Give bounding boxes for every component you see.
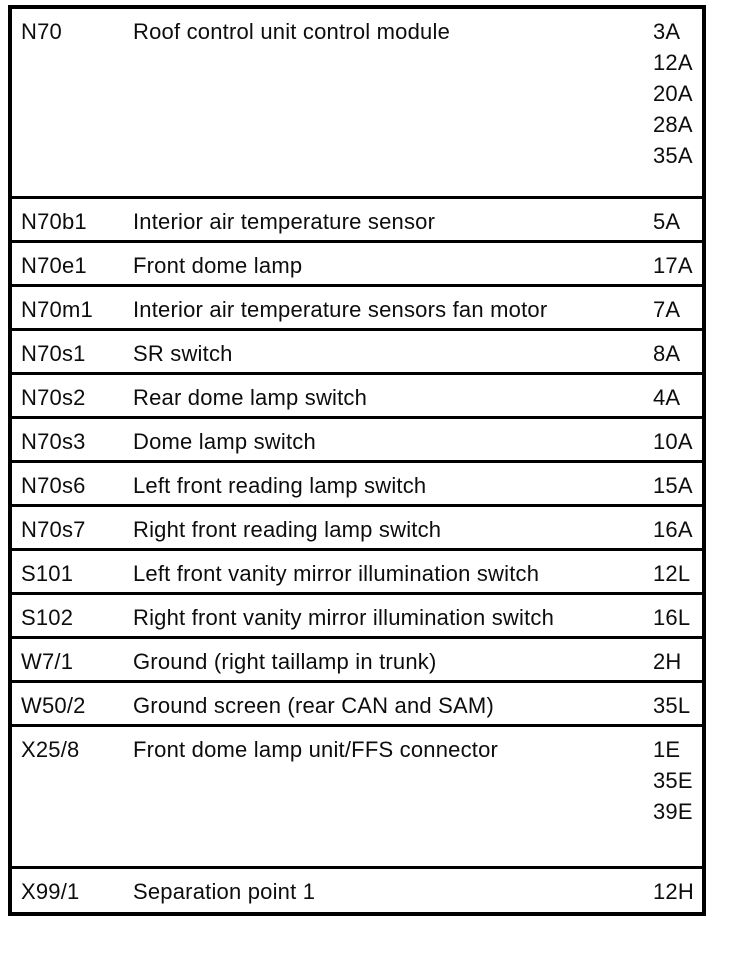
component-code: S101 (21, 561, 74, 586)
component-legend-table: N70 Roof control unit control module 3A 1… (8, 5, 706, 916)
table-row: N70s2 Rear dome lamp switch 4A (12, 372, 702, 416)
component-description: Separation point 1 (133, 879, 316, 904)
component-code: N70b1 (21, 209, 87, 234)
component-code: N70s3 (21, 429, 86, 454)
grid-reference: 12H (653, 869, 702, 912)
component-code: N70 (21, 19, 62, 44)
grid-reference-value: 16A (653, 517, 693, 542)
grid-reference-value: 4A (653, 385, 681, 410)
component-description: Rear dome lamp switch (133, 385, 368, 410)
grid-reference: 8A (653, 331, 702, 372)
component-description: Right front vanity mirror illumination s… (133, 605, 555, 630)
component-code: N70s1 (21, 341, 86, 366)
component-description: Interior air temperature sensor (133, 209, 436, 234)
grid-reference-value: 3A (653, 19, 681, 44)
table-row: X25/8 Front dome lamp unit/FFS connector… (12, 724, 702, 866)
grid-reference-value: 10A (653, 429, 693, 454)
component-description: Left front vanity mirror illumination sw… (133, 561, 540, 586)
table-row: X99/1 Separation point 1 12H (12, 866, 702, 912)
table-row: N70b1 Interior air temperature sensor 5A (12, 196, 702, 240)
grid-reference-value: 1E (653, 737, 681, 762)
component-code: N70m1 (21, 297, 93, 322)
component-description: Ground screen (rear CAN and SAM) (133, 693, 494, 718)
component-code: X99/1 (21, 879, 80, 904)
table-row: S101 Left front vanity mirror illuminati… (12, 548, 702, 592)
grid-reference-value: 12A (653, 50, 693, 75)
component-code: N70s6 (21, 473, 86, 498)
table-row: N70s1 SR switch 8A (12, 328, 702, 372)
component-code: N70e1 (21, 253, 87, 278)
component-code: W7/1 (21, 649, 74, 674)
component-description: Right front reading lamp switch (133, 517, 442, 542)
grid-reference: 2H (653, 639, 702, 680)
grid-reference: 7A (653, 287, 702, 328)
table-row: N70 Roof control unit control module 3A 1… (12, 9, 702, 196)
grid-reference-value: 17A (653, 253, 693, 278)
grid-reference: 35L (653, 683, 702, 724)
grid-reference-value: 12H (653, 879, 694, 904)
grid-reference-value: 28A (653, 112, 693, 137)
grid-reference: 16A (653, 507, 702, 548)
table-row: S102 Right front vanity mirror illuminat… (12, 592, 702, 636)
grid-reference-value: 12L (653, 561, 691, 586)
grid-reference: 17A (653, 243, 702, 284)
grid-reference-value: 35A (653, 143, 693, 168)
grid-reference: 15A (653, 463, 702, 504)
component-description: SR switch (133, 341, 233, 366)
grid-reference: 3A 12A 20A 28A 35A (653, 9, 702, 196)
component-code: W50/2 (21, 693, 86, 718)
component-code: N70s2 (21, 385, 86, 410)
table-row: W7/1 Ground (right taillamp in trunk) 2H (12, 636, 702, 680)
grid-reference-value: 2H (653, 649, 682, 674)
component-description: Left front reading lamp switch (133, 473, 427, 498)
component-description: Ground (right taillamp in trunk) (133, 649, 437, 674)
component-code: X25/8 (21, 737, 80, 762)
grid-reference-value: 7A (653, 297, 681, 322)
grid-reference: 10A (653, 419, 702, 460)
grid-reference-value: 5A (653, 209, 681, 234)
table-row: N70e1 Front dome lamp 17A (12, 240, 702, 284)
table-row: N70s6 Left front reading lamp switch 15A (12, 460, 702, 504)
component-description: Front dome lamp unit/FFS connector (133, 737, 499, 762)
grid-reference-value: 35E (653, 768, 693, 793)
grid-reference-value: 15A (653, 473, 693, 498)
grid-reference: 12L (653, 551, 702, 592)
grid-reference-value: 16L (653, 605, 691, 630)
grid-reference-value: 39E (653, 799, 693, 824)
table-row: W50/2 Ground screen (rear CAN and SAM) 3… (12, 680, 702, 724)
component-description: Dome lamp switch (133, 429, 316, 454)
grid-reference: 5A (653, 199, 702, 240)
component-description: Front dome lamp (133, 253, 303, 278)
component-code: S102 (21, 605, 74, 630)
grid-reference: 16L (653, 595, 702, 636)
grid-reference: 4A (653, 375, 702, 416)
grid-reference-value: 8A (653, 341, 681, 366)
component-description: Roof control unit control module (133, 19, 451, 44)
grid-reference-value: 20A (653, 81, 693, 106)
table-row: N70m1 Interior air temperature sensors f… (12, 284, 702, 328)
component-description: Interior air temperature sensors fan mot… (133, 297, 548, 322)
table-row: N70s7 Right front reading lamp switch 16… (12, 504, 702, 548)
table-row: N70s3 Dome lamp switch 10A (12, 416, 702, 460)
grid-reference-value: 35L (653, 693, 691, 718)
grid-reference: 1E 35E 39E (653, 727, 702, 866)
component-code: N70s7 (21, 517, 86, 542)
